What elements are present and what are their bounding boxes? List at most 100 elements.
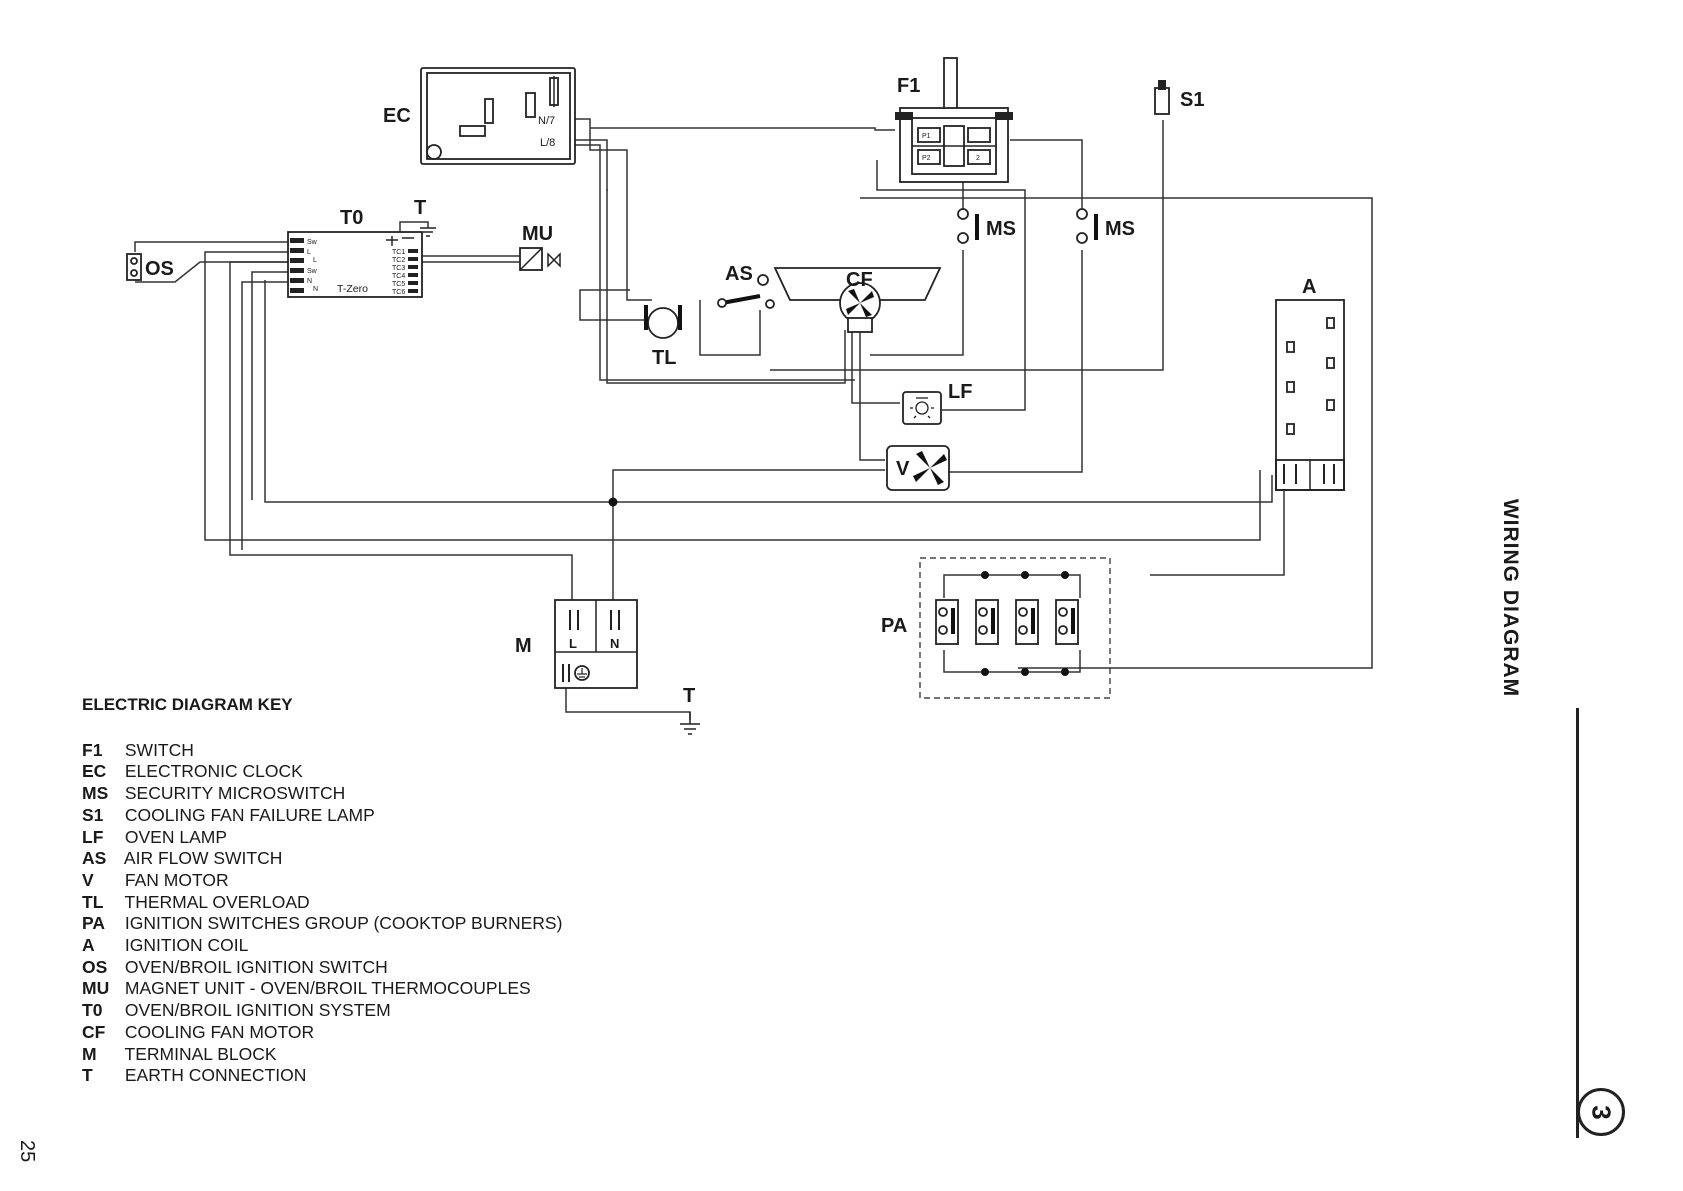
key-item: A IGNITION COIL [82, 935, 562, 957]
f1-switch: P1 P2 2 F1 [895, 57, 1013, 183]
earth-symbol-icon [680, 712, 700, 735]
t0-tc-label: TC3 [392, 265, 405, 272]
pa-switch [975, 599, 999, 645]
page-number: 25 [16, 1140, 38, 1163]
t0-right-pins [408, 249, 418, 293]
f1-marker-p2: P2 [922, 155, 931, 162]
wire-s1 [770, 120, 1164, 371]
key-item: V FAN MOTOR [82, 870, 562, 892]
tl-label: TL [652, 347, 676, 369]
ms-microswitch-left: MS [957, 208, 1016, 244]
pa-junctions [981, 571, 1069, 676]
wire-t0-run-3 [251, 271, 290, 500]
earth-symbol-icon [577, 668, 587, 678]
m-label: M [515, 635, 532, 657]
wire-os-top [134, 241, 290, 252]
key-item: T0 OVEN/BROIL IGNITION SYSTEM [82, 1000, 562, 1022]
ec-label: EC [383, 105, 411, 127]
key-code: MU [82, 978, 110, 999]
t0-pin-label: N [307, 278, 312, 285]
t0-module-name: T-Zero [337, 283, 368, 295]
key-code: LF [82, 826, 104, 847]
t0-pin-label: Sw [307, 239, 318, 246]
ms-right-label: MS [1105, 218, 1135, 240]
wire-bus-middle [264, 280, 1273, 503]
key-code: EC [82, 761, 107, 782]
ms-left-label: MS [986, 218, 1016, 240]
tl-thermal-overload: TL [644, 305, 682, 369]
t0-pin-label: L [313, 257, 317, 264]
lf-label: LF [948, 381, 972, 403]
key-desc: AIR FLOW SWITCH [123, 848, 283, 869]
t0-tc-label: TC4 [392, 273, 405, 280]
key-code: F1 [82, 739, 103, 760]
s1-lamp: S1 [1154, 80, 1204, 115]
key-item: MS SECURITY MICROSWITCH [82, 783, 562, 805]
v-label: V [896, 458, 910, 480]
wire-cf-back [606, 190, 846, 384]
os-switch: OS [126, 253, 174, 281]
key-code: AS [82, 848, 107, 869]
key-item: F1 SWITCH [82, 740, 562, 762]
key-title: ELECTRIC DIAGRAM KEY [82, 695, 293, 714]
wire-ms-right-v [948, 250, 1083, 473]
ec-terminal-n7: N/7 [538, 115, 555, 127]
v-fan-motor: V [886, 445, 950, 491]
key-item: T EARTH CONNECTION [82, 1065, 562, 1087]
os-label: OS [145, 258, 174, 280]
m-terminal-n: N [610, 636, 619, 651]
chapter-badge: 3 [1577, 1088, 1625, 1136]
key-desc: ELECTRONIC CLOCK [124, 761, 303, 782]
wire-cf-v [859, 330, 885, 461]
key-desc: SWITCH [124, 739, 194, 760]
t0-pin-label: L [307, 249, 311, 256]
key-desc: OVEN LAMP [124, 826, 227, 847]
wire-f1-right [1010, 139, 1083, 210]
section-title-text: WIRING DIAGRAM [1499, 498, 1522, 698]
wire-ms-left [870, 250, 964, 356]
wire-top-run [860, 197, 1373, 669]
key-item: M TERMINAL BLOCK [82, 1044, 562, 1066]
a-label: A [1302, 276, 1316, 298]
key-item: MU MAGNET UNIT - OVEN/BROIL THERMOCOUPLE… [82, 978, 562, 1000]
wires [134, 118, 1373, 720]
key-desc: COOLING FAN MOTOR [124, 1021, 315, 1042]
key-desc: IGNITION SWITCHES GROUP (COOKTOP BURNERS… [124, 913, 563, 934]
wire-f1-lf [876, 160, 1026, 411]
key-desc: OVEN/BROIL IGNITION SYSTEM [124, 1000, 391, 1021]
wire-t0-run-2 [229, 261, 573, 600]
key-code: CF [82, 1021, 106, 1042]
mu-magnet-unit: MU [519, 223, 561, 271]
earth-symbol-icon [420, 227, 436, 237]
s1-label: S1 [1180, 89, 1204, 111]
lamp-icon [910, 397, 934, 419]
ec-clock: EC N/7 L/8 [383, 67, 576, 165]
pa-switch [935, 599, 959, 645]
ms-microswitch-right: MS [1076, 208, 1135, 244]
key-item: EC ELECTRONIC CLOCK [82, 761, 562, 783]
earth-bottom-label: T [683, 685, 695, 707]
cf-label: CF [846, 269, 873, 291]
key-code: S1 [82, 804, 104, 825]
f1-label: F1 [897, 75, 920, 97]
key-code: M [82, 1043, 97, 1064]
t0-earth-label: T [414, 197, 426, 219]
key-desc: FAN MOTOR [124, 869, 229, 890]
key-item: TL THERMAL OVERLOAD [82, 892, 562, 914]
wire-ec-n7 [553, 118, 652, 301]
lf-oven-lamp: LF [902, 381, 972, 425]
key-item: S1 COOLING FAN FAILURE LAMP [82, 805, 562, 827]
electric-diagram-key: ELECTRIC DIAGRAM KEY F1 SWITCH EC ELECTR… [82, 694, 562, 1087]
m-terminal-block: L N M [515, 599, 638, 689]
key-desc: MAGNET UNIT - OVEN/BROIL THERMOCOUPLES [124, 978, 531, 999]
key-item: AS AIR FLOW SWITCH [82, 848, 562, 870]
t0-tc-label: TC1 [392, 249, 405, 256]
m-terminal-l: L [569, 636, 577, 651]
wire-a-pa [1150, 470, 1285, 576]
key-desc: COOLING FAN FAILURE LAMP [124, 804, 375, 825]
t0-tc-label: TC2 [392, 257, 405, 264]
t0-earth-icon [386, 236, 414, 246]
wire-t0-earth [399, 221, 429, 232]
key-code: T0 [82, 1000, 103, 1021]
